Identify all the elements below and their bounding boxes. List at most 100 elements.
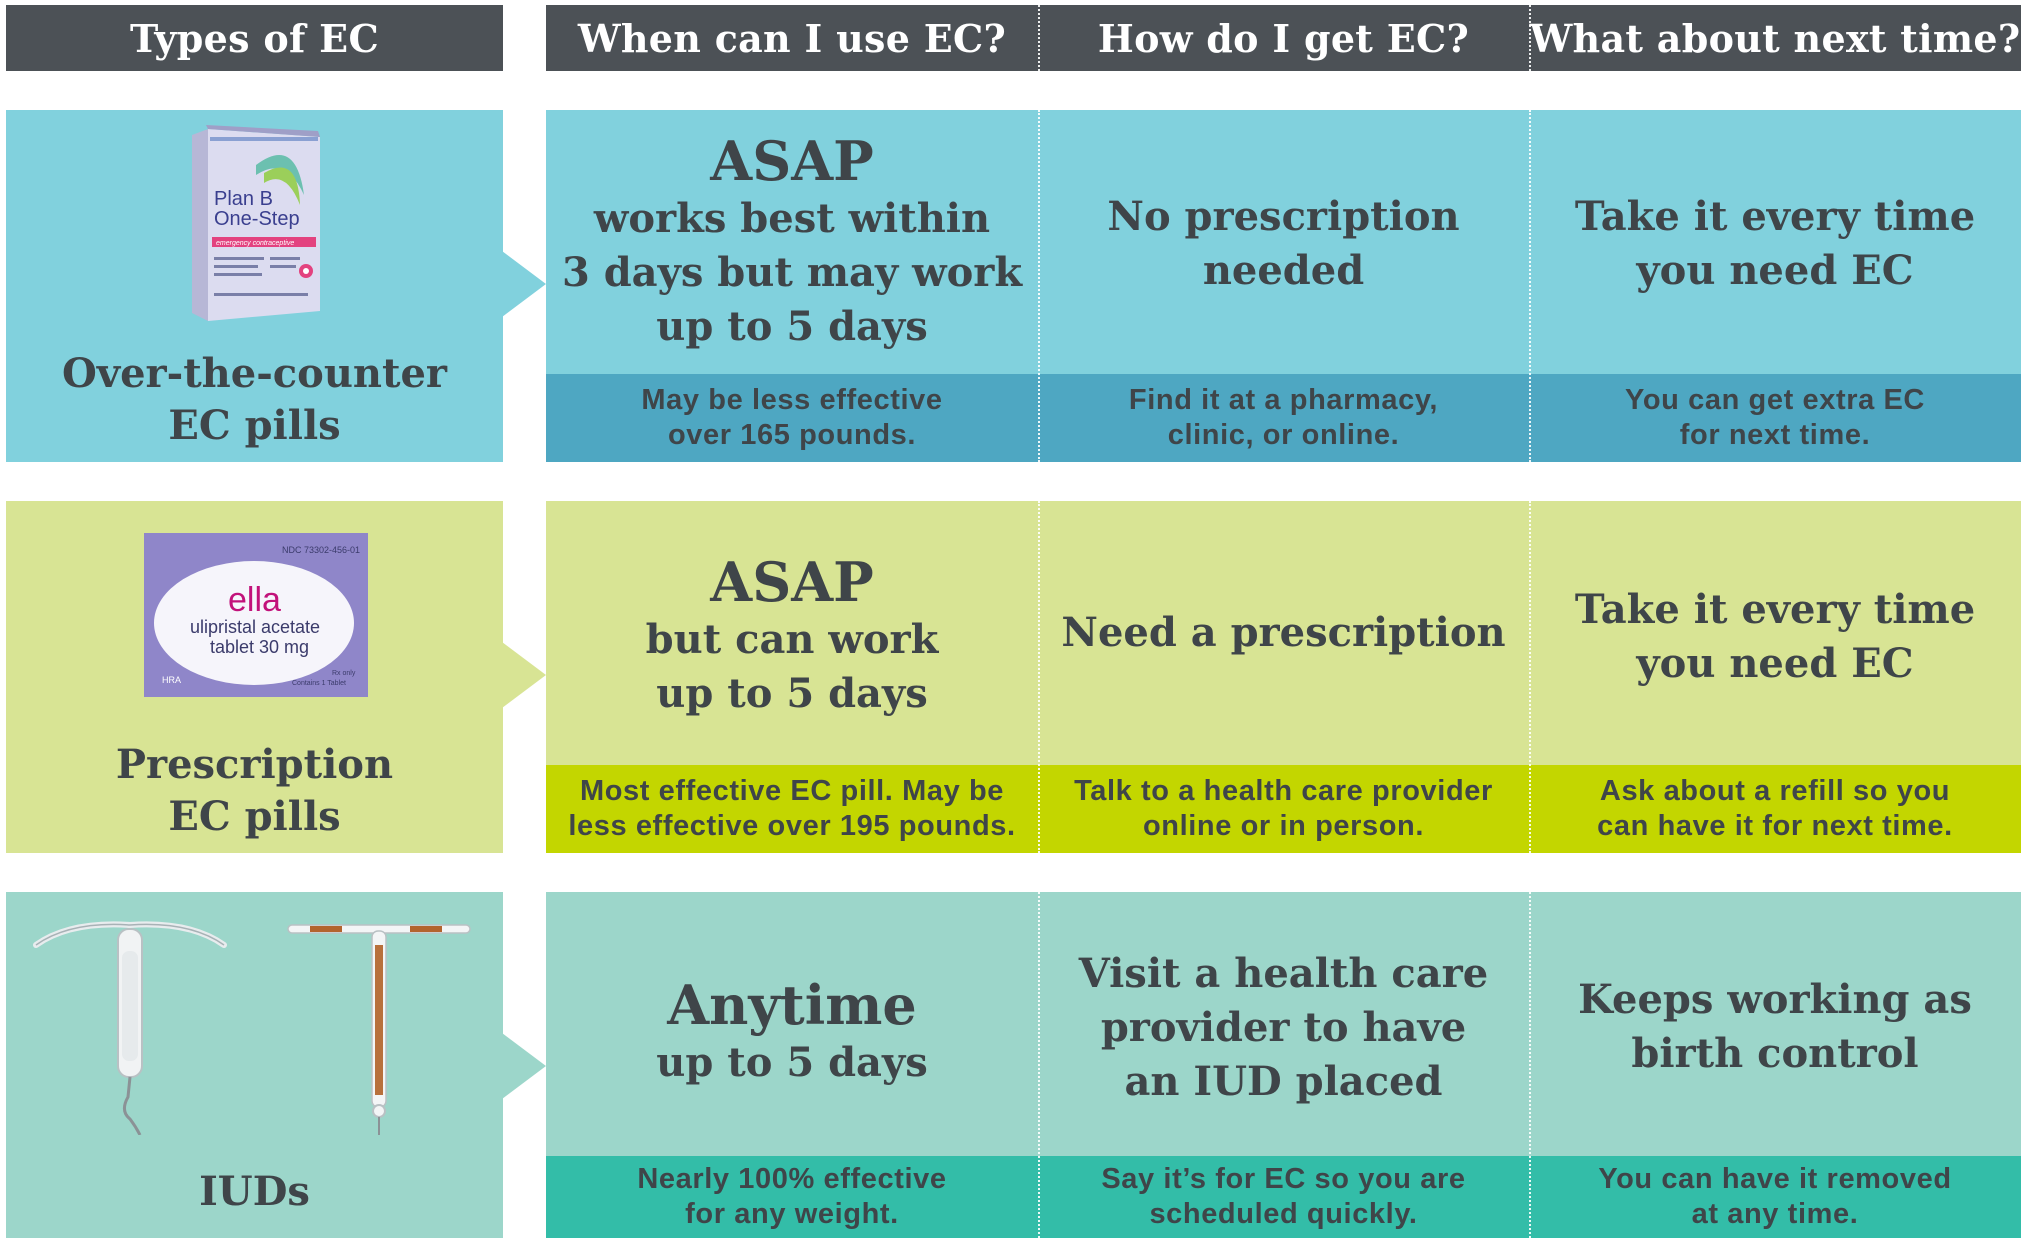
iud-next-line: Keeps working as <box>1578 976 1972 1023</box>
otc-when-headline: ASAP <box>710 129 874 193</box>
otc-when-note: May be less effective over 165 pounds. <box>546 374 1038 462</box>
type-label-line: EC pills <box>168 402 341 449</box>
otc-how-note: Find it at a pharmacy, clinic, or online… <box>1038 374 1529 462</box>
otc-when-note-line: May be less effective <box>641 384 943 416</box>
rx-how-note-line: Talk to a health care provider <box>1074 775 1493 807</box>
otc-how-note-line: clinic, or online. <box>1167 419 1400 451</box>
otc-how-note-line: Find it at a pharmacy, <box>1128 384 1439 416</box>
type-label-otc: Over-the-counter EC pills <box>6 348 503 452</box>
rx-how-top: Need a prescription <box>1038 501 1529 765</box>
otc-when-top: ASAP works best within 3 days but may wo… <box>546 110 1038 374</box>
rx-how-line: Need a prescription <box>1061 609 1506 656</box>
copper-iud-icon <box>287 924 471 1135</box>
header-how-label: How do I get EC? <box>1097 15 1470 61</box>
iud-how-note-line: Say it’s for EC so you are <box>1101 1163 1466 1195</box>
header-columns: When can I use EC? How do I get EC? What… <box>546 5 2021 71</box>
otc-next-line: Take it every time <box>1574 193 1976 240</box>
header-how: How do I get EC? <box>1038 5 1529 71</box>
column-divider <box>1529 892 1531 1238</box>
otc-next-note-line: You can get extra EC <box>1625 384 1925 416</box>
header-divider <box>1038 5 1040 71</box>
header-divider <box>1529 5 1531 71</box>
otc-when-line: works best within <box>593 195 991 242</box>
header-when-label: When can I use EC? <box>577 15 1007 61</box>
otc-next-note-line: for next time. <box>1679 419 1871 451</box>
type-label-line: EC pills <box>168 793 341 840</box>
header-types-label: Types of EC <box>130 15 379 61</box>
column-divider <box>1038 501 1040 853</box>
iud-how-note: Say it’s for EC so you are scheduled qui… <box>1038 1156 1529 1238</box>
iud-how-note-line: scheduled quickly. <box>1149 1198 1418 1230</box>
rx-next-note-line: Ask about a refill so you <box>1599 775 1951 807</box>
rx-when-headline: ASAP <box>710 550 874 614</box>
rx-when-top: ASAP but can work up to 5 days <box>546 501 1038 765</box>
otc-how-line: No prescription <box>1107 193 1460 240</box>
rx-when-line: up to 5 days <box>656 670 928 717</box>
row-pointer-arrow <box>502 1033 546 1099</box>
iud-how-line: provider to have <box>1100 1004 1467 1051</box>
header-types: Types of EC <box>6 5 503 71</box>
iud-how-line: Visit a health care <box>1078 950 1489 997</box>
iud-when-note-line: for any weight. <box>685 1198 899 1230</box>
iud-how-top: Visit a health care provider to have an … <box>1038 892 1529 1156</box>
iud-when-note-line: Nearly 100% effective <box>637 1163 947 1195</box>
ella-contains: Contains 1 Tablet <box>292 680 346 687</box>
otc-when-line: up to 5 days <box>656 303 928 350</box>
rx-how-note: Talk to a health care provider online or… <box>1038 765 1529 853</box>
iud-when-note: Nearly 100% effective for any weight. <box>546 1156 1038 1238</box>
rx-next-line: Take it every time <box>1574 586 1976 633</box>
iud-next-note-line: You can have it removed <box>1598 1163 1952 1195</box>
iud-when-headline: Anytime <box>667 973 917 1037</box>
rx-when-line: but can work <box>645 616 939 663</box>
iud-next-top: Keeps working as birth control <box>1529 892 2021 1156</box>
row-otc: ASAP works best within 3 days but may wo… <box>546 110 2021 462</box>
hormonal-iud-icon <box>33 921 227 1135</box>
row-pointer-arrow <box>502 642 546 708</box>
otc-when-line: 3 days but may work <box>561 249 1023 296</box>
iud-next-note-line: at any time. <box>1691 1198 1859 1230</box>
type-label-line: Over-the-counter <box>61 350 448 397</box>
iud-when-top: Anytime up to 5 days <box>546 892 1038 1156</box>
rx-next-note: Ask about a refill so you can have it fo… <box>1529 765 2021 853</box>
plan-b-brand-line2: One-Step <box>214 208 300 230</box>
iud-next-note: You can have it removed at any time. <box>1529 1156 2021 1238</box>
otc-how-top: No prescription needed <box>1038 110 1529 374</box>
plan-b-brand-line1: Plan B <box>214 188 273 210</box>
otc-next-line: you need EC <box>1636 247 1914 294</box>
ella-brand: ella <box>228 581 281 619</box>
otc-next-top: Take it every time you need EC <box>1529 110 2021 374</box>
column-divider <box>1529 501 1531 853</box>
header-next: What about next time? <box>1529 5 2021 71</box>
rx-how-note-line: online or in person. <box>1142 810 1425 842</box>
header-when: When can I use EC? <box>546 5 1038 71</box>
column-divider <box>1038 892 1040 1238</box>
row-prescription: ASAP but can work up to 5 days Need a pr… <box>546 501 2021 853</box>
column-divider <box>1038 110 1040 462</box>
otc-how-line: needed <box>1202 247 1365 294</box>
ella-rx: Rx only <box>332 670 356 677</box>
otc-next-note: You can get extra EC for next time. <box>1529 374 2021 462</box>
ella-box-icon: NDC 73302-456-01 ella ulipristal acetate… <box>144 533 368 697</box>
rx-when-note-line: less effective over 195 pounds. <box>568 810 1016 842</box>
column-divider <box>1529 110 1531 462</box>
rx-next-line: you need EC <box>1636 640 1914 687</box>
rx-next-top: Take it every time you need EC <box>1529 501 2021 765</box>
type-label-line: IUDs <box>199 1168 310 1215</box>
ella-maker: HRA <box>162 675 181 685</box>
iud-how-line: an IUD placed <box>1124 1058 1443 1105</box>
type-label-prescription: Prescription EC pills <box>6 739 503 843</box>
row-pointer-arrow <box>502 251 546 317</box>
rx-when-note-line: Most effective EC pill. May be <box>579 775 1005 807</box>
iud-next-line: birth control <box>1631 1030 1919 1077</box>
rx-when-note: Most effective EC pill. May be less effe… <box>546 765 1038 853</box>
otc-when-note-line: over 165 pounds. <box>667 419 917 451</box>
row-iud: Anytime up to 5 days Visit a health care… <box>546 892 2021 1238</box>
ella-ndc: NDC 73302-456-01 <box>282 545 360 555</box>
type-panel-iud <box>6 892 503 1238</box>
type-label-line: Prescription <box>115 741 394 788</box>
type-label-iud: IUDs <box>6 1166 503 1218</box>
ella-line2: tablet 30 mg <box>210 637 309 657</box>
rx-next-note-line: can have it for next time. <box>1597 810 1953 842</box>
ella-line1: ulipristal acetate <box>190 617 320 637</box>
header-next-label: What about next time? <box>1529 15 2021 61</box>
